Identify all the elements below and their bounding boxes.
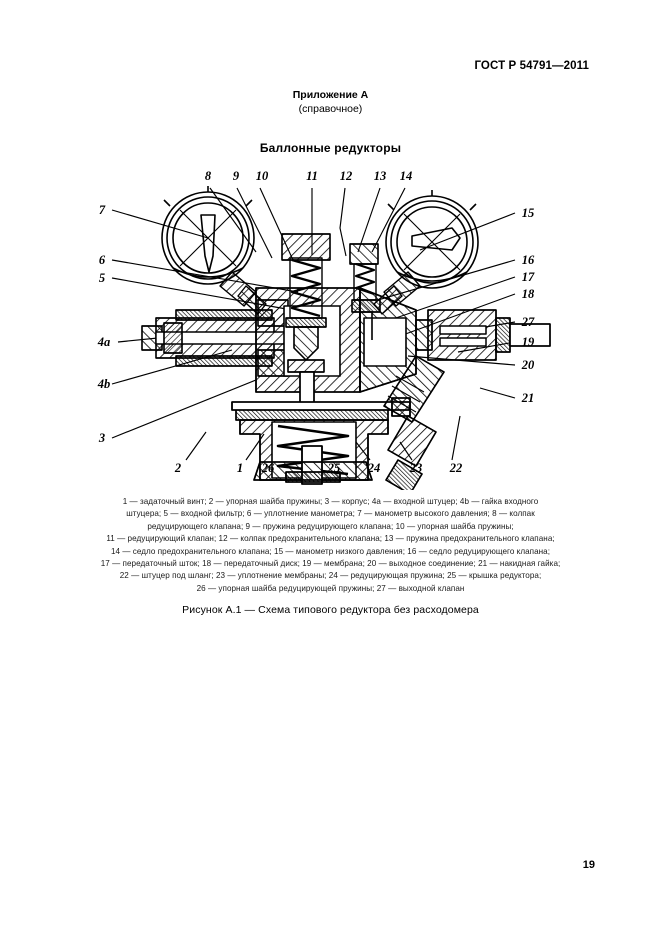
callout-24: 24	[367, 461, 381, 475]
high-pressure-gauge	[161, 186, 255, 285]
callout-20: 20	[521, 358, 535, 372]
callout-13: 13	[374, 169, 387, 183]
callout-2: 2	[174, 461, 181, 475]
callout-4b: 4b	[97, 377, 111, 391]
callout-19: 19	[522, 335, 535, 349]
callout-8: 8	[205, 169, 212, 183]
legend-line: 14 — седло предохранительного клапана; 1…	[110, 546, 551, 556]
legend-line: редуцирующего клапана; 9 — пружина редуц…	[147, 521, 514, 531]
callout-12: 12	[340, 169, 353, 183]
annex-title: Приложение А	[292, 89, 369, 101]
callout-labels: 8 9 10 11 12 13 14 7 6 5 4a 4b 3 15 16 1…	[97, 169, 535, 475]
callout-21: 21	[521, 391, 535, 405]
callout-25: 25	[327, 461, 341, 475]
callout-26: 26	[261, 461, 275, 475]
legend-line: 17 — передаточный шток; 18 — передаточны…	[100, 559, 561, 569]
callout-3: 3	[98, 431, 105, 445]
legend-line: штуцера; 5 — входной фильтр; 6 — уплотне…	[126, 509, 535, 519]
hose-nipple-assembly	[383, 355, 445, 490]
callout-16: 16	[522, 253, 535, 267]
callout-4a: 4a	[97, 335, 111, 349]
callout-15: 15	[522, 206, 535, 220]
outlet-connection-block	[415, 309, 551, 361]
legend-line: 26 — упорная шайба редуцирующей пружины;…	[196, 583, 465, 593]
legend-line: 11 — редуцирующий клапан; 12 — колпак пр…	[106, 534, 555, 544]
annex-subtitle: (справочное)	[298, 103, 363, 115]
figure-caption: Рисунок А.1 — Схема типового редуктора б…	[182, 604, 479, 616]
annex-heading-block: Приложение А (справочное)	[0, 88, 661, 116]
legend-line: 1 — задаточный винт; 2 — упорная шайба п…	[122, 497, 539, 506]
regulator-body	[255, 287, 417, 393]
figure-legend: 1 — задаточный винт; 2 — упорная шайба п…	[62, 496, 599, 595]
safety-valve-assembly	[349, 243, 381, 340]
callout-5: 5	[99, 271, 105, 285]
callout-23: 23	[409, 461, 423, 475]
figure-a1: 8 9 10 11 12 13 14 7 6 5 4a 4b 3 15 16 1…	[60, 160, 605, 490]
page-number: 19	[582, 859, 595, 871]
callout-10: 10	[256, 169, 269, 183]
low-pressure-gauge	[385, 190, 479, 289]
callout-9: 9	[233, 169, 240, 183]
callout-11: 11	[306, 169, 318, 183]
bonnet-and-main-spring	[239, 419, 389, 485]
callout-27: 27	[521, 315, 535, 329]
callout-1: 1	[237, 461, 243, 475]
callout-22: 22	[449, 461, 463, 475]
callout-17: 17	[522, 270, 535, 284]
document-standard-reference: ГОСТ Р 54791—2011	[474, 60, 589, 72]
callout-14: 14	[400, 169, 413, 183]
callout-7: 7	[99, 203, 106, 217]
callout-6: 6	[99, 253, 106, 267]
callout-18: 18	[522, 287, 535, 301]
legend-line: 22 — штуцер под шланг; 23 — уплотнение м…	[119, 571, 542, 581]
reducing-valve-assembly	[281, 233, 331, 373]
regulator-cross-section-drawing: 8 9 10 11 12 13 14 7 6 5 4a 4b 3 15 16 1…	[97, 169, 551, 490]
section-title: Баллонные редукторы	[259, 141, 402, 155]
